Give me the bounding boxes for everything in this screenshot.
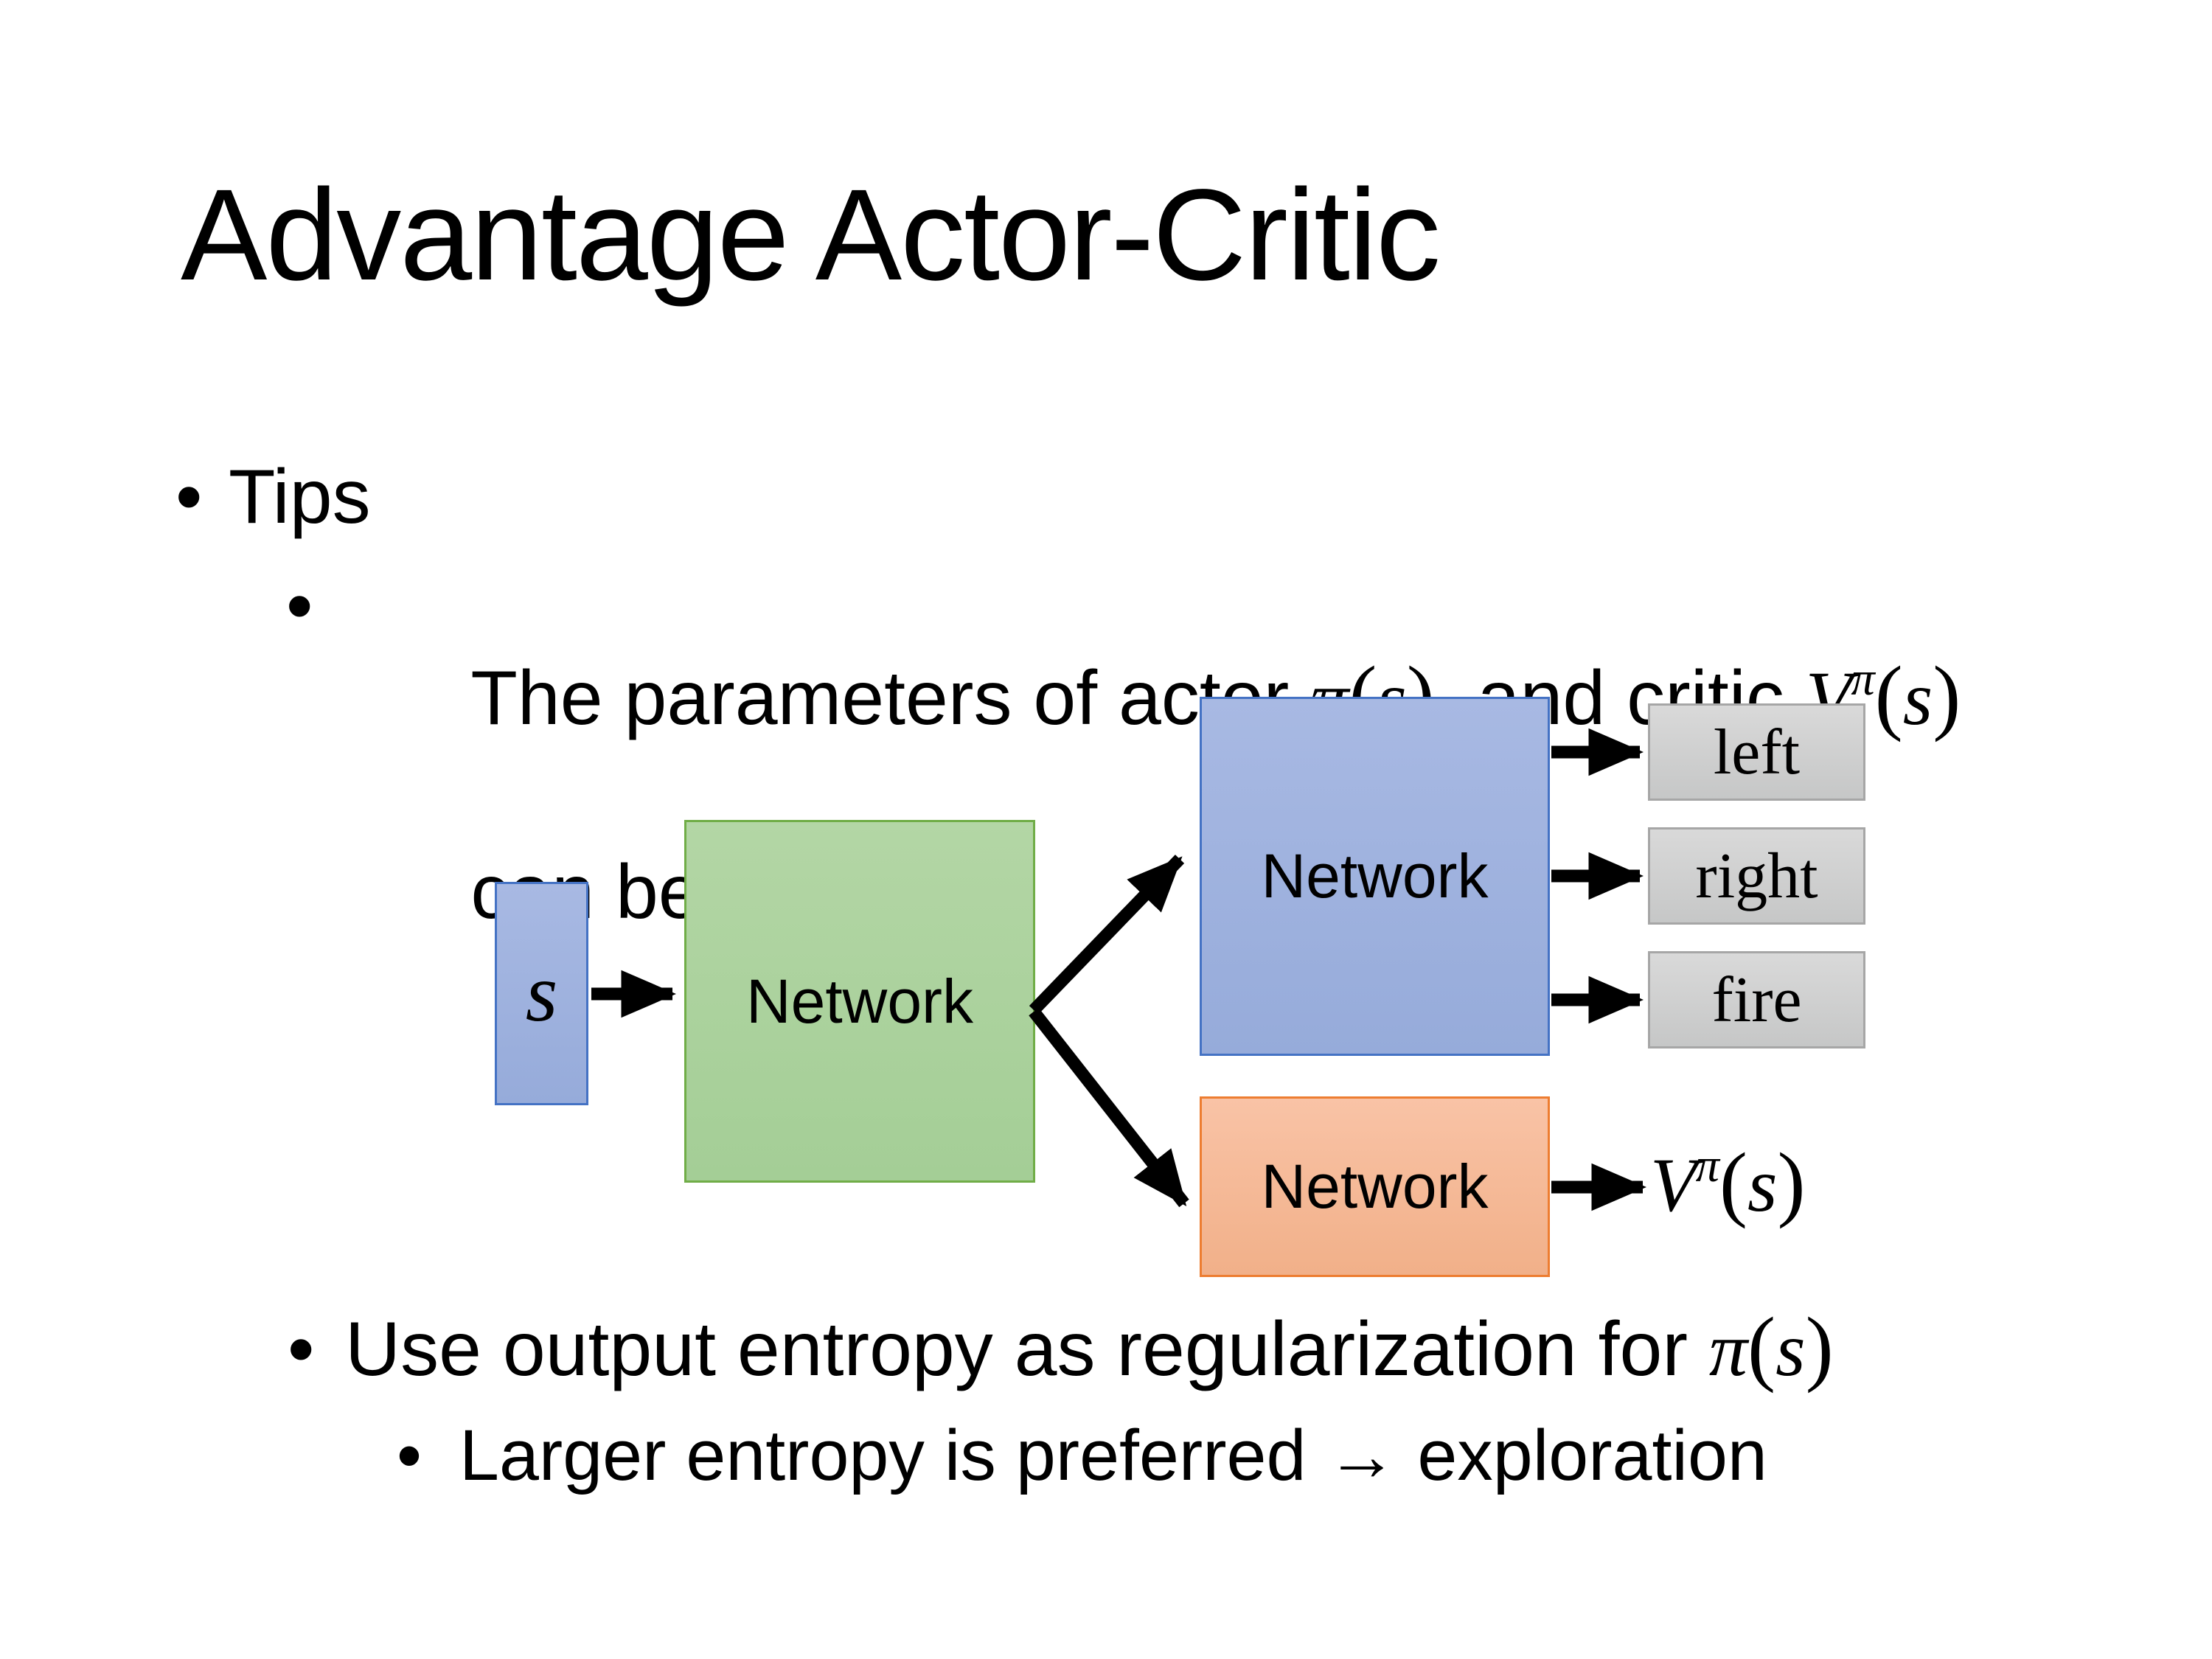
entropy-regularization-label: Use output entropy as regularization for…	[345, 1300, 1834, 1394]
actor-network-box: Network	[1200, 697, 1550, 1056]
action-box-left: left	[1648, 703, 1865, 801]
shared-network-label: Network	[745, 966, 974, 1036]
bullet-dot: •	[397, 1415, 422, 1495]
tips-label: Tips	[229, 454, 371, 540]
bullet-tips: • Tips	[175, 451, 371, 543]
state-input-box: s	[495, 882, 588, 1105]
shared-network-box: Network	[684, 820, 1035, 1183]
action-box-right: right	[1648, 827, 1865, 925]
exploration-label: Larger entropy is preferred → exploratio…	[459, 1415, 1767, 1495]
action-box-fire: fire	[1648, 951, 1865, 1048]
action-label-left: left	[1713, 716, 1801, 788]
critic-network-label: Network	[1261, 1152, 1489, 1221]
actor-network-label: Network	[1261, 841, 1489, 911]
bullet-dot: •	[175, 454, 203, 540]
state-label: s	[525, 947, 558, 1039]
slide-title: Advantage Actor-Critic	[181, 163, 1441, 307]
bullet-dot: •	[286, 563, 313, 649]
action-label-fire: fire	[1711, 964, 1802, 1036]
bullet-dot: •	[288, 1307, 315, 1392]
arrow-shared-to-critic	[1029, 1007, 1189, 1208]
bullet-exploration: • Larger entropy is preferred → explorat…	[397, 1413, 1767, 1498]
bullet-entropy-regularization: • Use output entropy as regularization f…	[288, 1304, 1834, 1396]
critic-network-box: Network	[1200, 1096, 1550, 1277]
value-output-label: Vπ(s)	[1650, 1135, 1806, 1229]
action-label-right: right	[1695, 840, 1818, 912]
